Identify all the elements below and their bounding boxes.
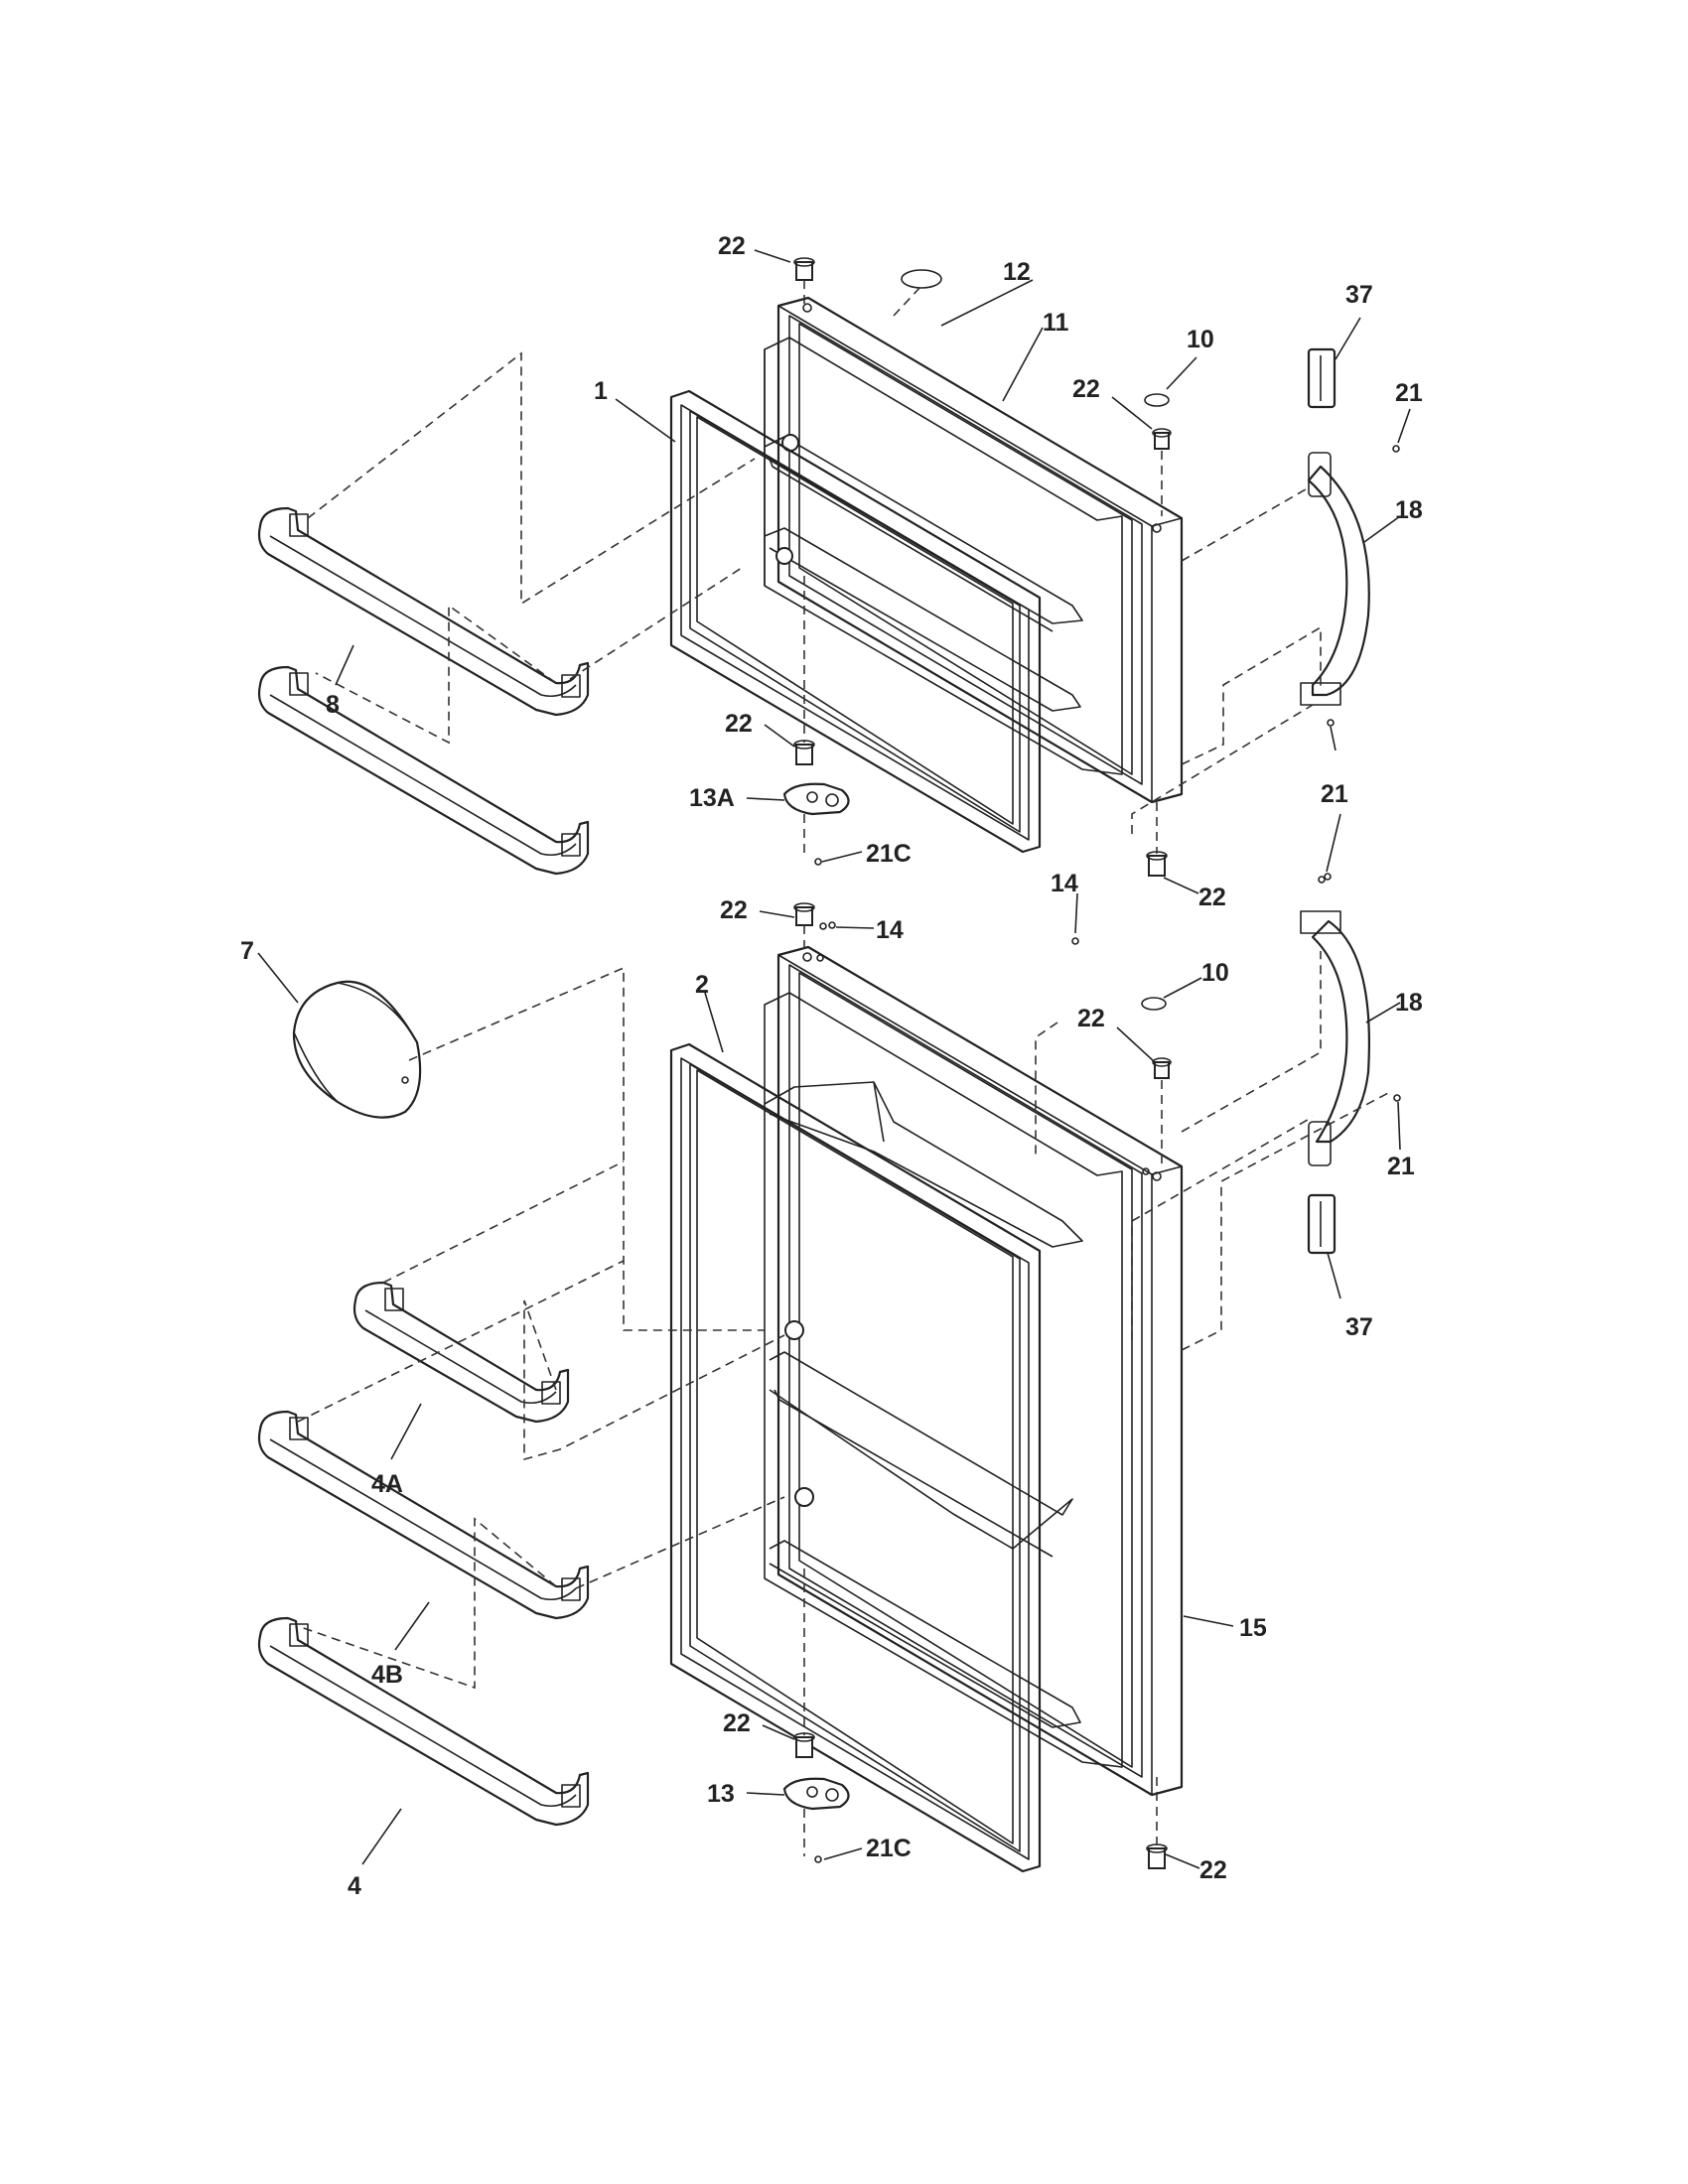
dairy-door-cover-part-7 — [292, 980, 422, 1119]
callout-numbers: 22 12 11 10 22 37 21 1 18 8 22 21 13A 21… — [240, 232, 1423, 1900]
callout-21C: 21C — [866, 840, 912, 868]
callout-22: 22 — [720, 896, 748, 924]
handle-end-cap-part-37-upper — [1307, 347, 1336, 409]
callout-22: 22 — [1198, 884, 1226, 911]
hinge-bushings-part-22 — [793, 257, 1172, 1869]
callout-10: 10 — [1201, 959, 1229, 987]
callout-leader-lines — [257, 249, 1411, 1869]
callout-22: 22 — [718, 232, 746, 260]
door-bin-part-4A — [352, 1281, 570, 1424]
callout-21: 21 — [1321, 780, 1348, 808]
freezer-shelf-bar-part-8-lower — [257, 665, 590, 876]
handle-end-cap-part-37-lower — [1307, 1193, 1336, 1255]
hole-plugs-parts-10-12 — [901, 269, 1170, 1011]
callout-13: 13 — [707, 1780, 735, 1808]
callout-7: 7 — [240, 937, 254, 965]
callout-12: 12 — [1003, 258, 1031, 286]
hinge-part-13A — [782, 782, 850, 816]
callout-21: 21 — [1387, 1153, 1415, 1180]
handle-part-18-upper — [1300, 452, 1370, 706]
callout-13A: 13A — [689, 784, 735, 812]
callout-22: 22 — [725, 710, 753, 738]
callout-37: 37 — [1345, 1313, 1373, 1341]
callout-21: 21 — [1395, 379, 1423, 407]
door-bin-part-4 — [257, 1616, 590, 1827]
callout-8: 8 — [326, 691, 340, 719]
fresh-food-door-part-15 — [764, 945, 1184, 1797]
freezer-door-gasket-part-1 — [669, 389, 1042, 854]
callout-4A: 4A — [371, 1470, 403, 1498]
hinge-part-13 — [782, 1777, 850, 1811]
freezer-shelf-bar-part-8-upper — [257, 506, 590, 717]
freezer-door-part-11 — [764, 296, 1184, 804]
callout-21C: 21C — [866, 1835, 912, 1862]
assembly-dashed-lines — [297, 280, 1391, 1856]
callout-14: 14 — [1051, 870, 1078, 897]
callout-37: 37 — [1345, 281, 1373, 309]
handle-part-18-lower — [1300, 910, 1370, 1166]
callout-22: 22 — [1199, 1856, 1227, 1884]
callout-22: 22 — [1077, 1005, 1105, 1032]
fresh-food-door-gasket-part-2 — [669, 1042, 1042, 1873]
screws-parts-21-14 — [814, 445, 1401, 1863]
door-bin-part-4B — [257, 1410, 590, 1620]
callout-15: 15 — [1239, 1614, 1267, 1642]
callout-18: 18 — [1395, 989, 1423, 1017]
callout-14: 14 — [876, 916, 904, 944]
callout-2: 2 — [695, 971, 709, 999]
callout-4: 4 — [348, 1872, 361, 1900]
callout-18: 18 — [1395, 496, 1423, 524]
callout-4B: 4B — [371, 1661, 403, 1689]
callout-11: 11 — [1043, 309, 1069, 337]
callout-22: 22 — [723, 1709, 751, 1737]
callout-1: 1 — [594, 377, 608, 405]
callout-22: 22 — [1072, 375, 1100, 403]
callout-10: 10 — [1187, 326, 1214, 353]
